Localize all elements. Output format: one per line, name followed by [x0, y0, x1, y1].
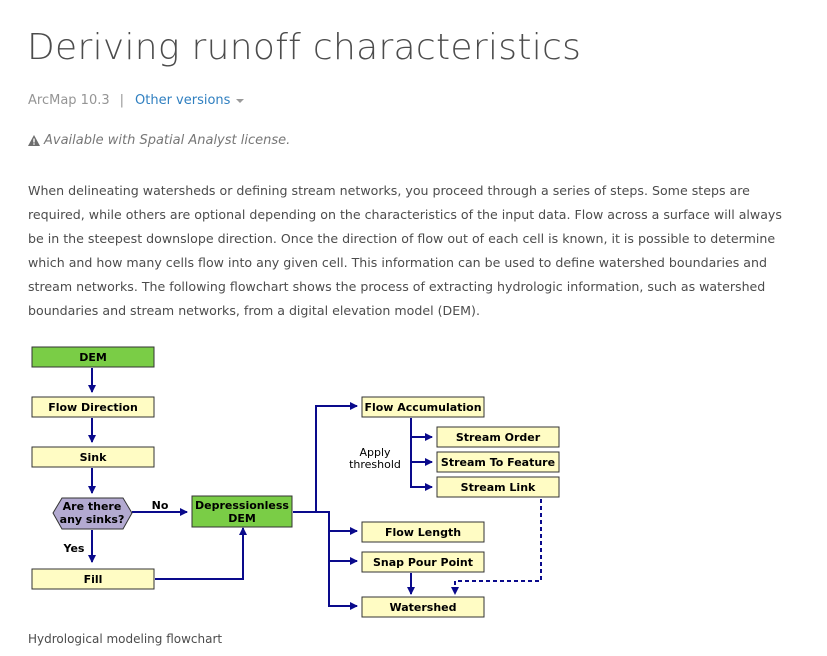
- version-separator: |: [119, 93, 125, 108]
- decision-sinks-line2: any sinks?: [60, 513, 125, 526]
- node-stream-order: Stream Order: [436, 426, 560, 448]
- node-sink-label: Sink: [80, 451, 108, 464]
- node-depressionless-line1: Depressionless: [195, 499, 289, 512]
- node-flow-direction: Flow Direction: [31, 396, 155, 418]
- license-notice: Available with Spatial Analyst license.: [28, 133, 290, 148]
- node-flow-accumulation-label: Flow Accumulation: [364, 401, 481, 414]
- node-stream-order-label: Stream Order: [456, 431, 541, 444]
- node-stream-to-feature-label: Stream To Feature: [441, 456, 555, 469]
- node-flow-length-label: Flow Length: [385, 526, 461, 539]
- branch-yes-label: Yes: [63, 542, 85, 555]
- node-fill: Fill: [31, 568, 155, 590]
- license-text: Available with Spatial Analyst license.: [44, 133, 291, 148]
- intro-paragraph: When delineating watersheds or defining …: [28, 183, 782, 318]
- apply-threshold-line2: threshold: [349, 458, 401, 471]
- node-depressionless-dem: Depressionless DEM: [191, 495, 293, 528]
- version-bar: ArcMap 10.3 | Other versions: [28, 93, 245, 108]
- page-title: Deriving runoff characteristics: [27, 27, 582, 68]
- figure-caption: Hydrological modeling flowchart: [28, 632, 223, 646]
- apply-threshold-line1: Apply: [359, 446, 391, 459]
- decision-sinks: Are there any sinks?: [52, 497, 133, 530]
- node-snap-pour-point-label: Snap Pour Point: [373, 556, 473, 569]
- node-depressionless-line2: DEM: [228, 512, 256, 525]
- node-stream-to-feature: Stream To Feature: [436, 451, 560, 473]
- hydrological-flowchart: DEM Flow Direction Sink Are there any si…: [27, 338, 563, 624]
- flowchart-connectors: [88, 368, 542, 610]
- node-sink: Sink: [31, 446, 155, 468]
- other-versions-label[interactable]: Other versions: [135, 93, 231, 108]
- node-dem: DEM: [31, 346, 155, 368]
- node-flow-length: Flow Length: [361, 521, 485, 543]
- other-versions-dropdown[interactable]: Other versions: [135, 93, 245, 108]
- node-flow-direction-label: Flow Direction: [48, 401, 138, 414]
- current-version-label: ArcMap 10.3: [28, 93, 110, 108]
- node-fill-label: Fill: [84, 573, 103, 586]
- node-snap-pour-point: Snap Pour Point: [361, 551, 485, 573]
- decision-sinks-line1: Are there: [63, 500, 122, 513]
- node-stream-link: Stream Link: [436, 476, 560, 498]
- node-flow-accumulation: Flow Accumulation: [361, 396, 485, 418]
- chevron-down-icon[interactable]: [236, 99, 245, 103]
- flowchart-figure: DEM Flow Direction Sink Are there any si…: [27, 338, 563, 624]
- node-stream-link-label: Stream Link: [461, 481, 536, 494]
- node-watershed-label: Watershed: [389, 601, 456, 614]
- node-watershed: Watershed: [361, 596, 485, 618]
- node-dem-label: DEM: [79, 351, 107, 364]
- warning-icon: [28, 135, 40, 146]
- branch-no-label: No: [152, 499, 169, 512]
